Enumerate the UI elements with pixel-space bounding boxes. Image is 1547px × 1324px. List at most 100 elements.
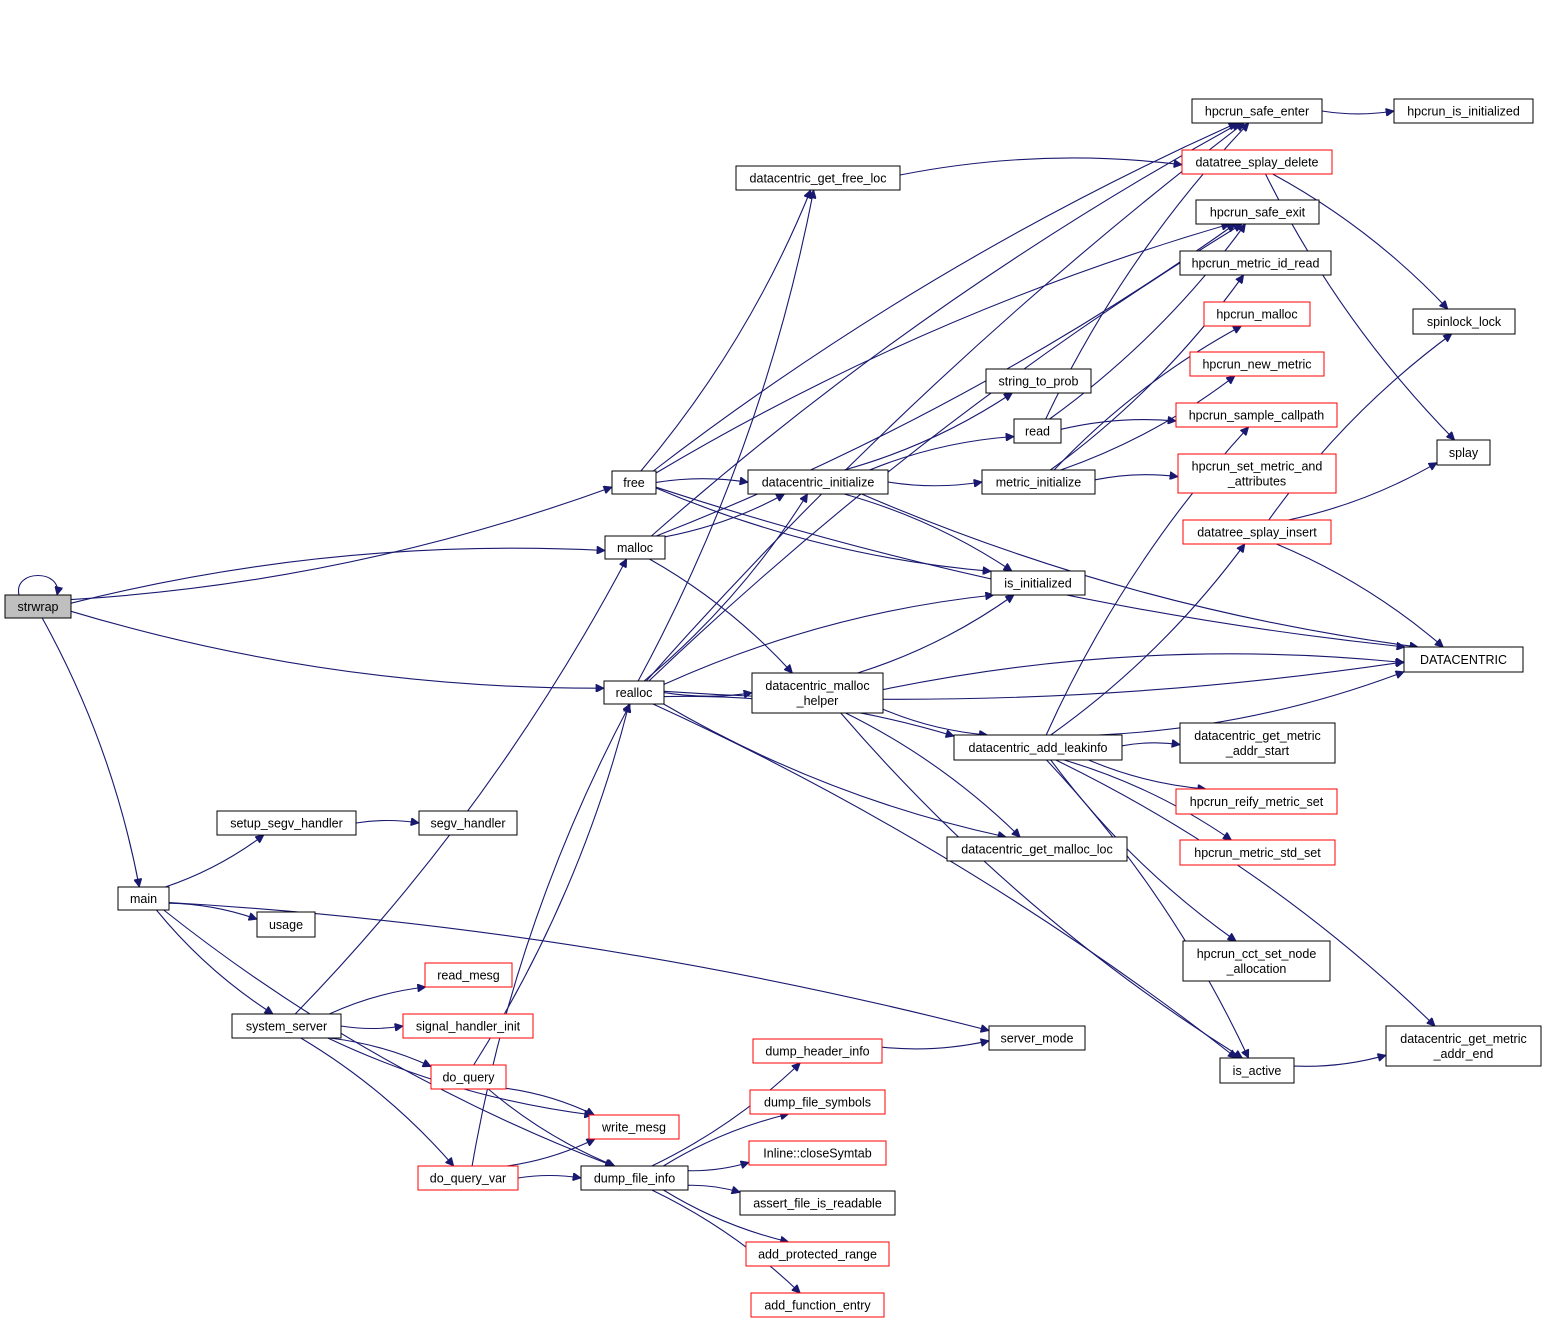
node-box[interactable] [1177, 453, 1337, 494]
node-box[interactable] [417, 1165, 519, 1191]
node-box[interactable] [1203, 301, 1311, 327]
node-do-query-var[interactable]: do_query_var [417, 1165, 519, 1191]
node-box[interactable] [747, 469, 889, 495]
node-segv-handler[interactable]: segv_handler [418, 810, 518, 836]
node-datatree-splay-delete[interactable]: datatree_splay_delete [1181, 149, 1333, 175]
node-write-mesg[interactable]: write_mesg [588, 1114, 680, 1140]
node-box[interactable] [604, 535, 666, 560]
node-box[interactable] [990, 570, 1086, 596]
node-is-active[interactable]: is_active [1219, 1057, 1295, 1084]
node-hpcrun-safe-exit[interactable]: hpcrun_safe_exit [1195, 199, 1320, 225]
node-box[interactable] [1219, 1057, 1295, 1084]
node-box[interactable] [1013, 418, 1062, 444]
node-malloc[interactable]: malloc [604, 535, 666, 560]
node-box[interactable] [752, 1038, 883, 1064]
node-splay[interactable]: splay [1436, 439, 1491, 466]
node-box[interactable] [745, 1241, 890, 1267]
node-spinlock-lock[interactable]: spinlock_lock [1412, 308, 1516, 335]
node-metric-initialize[interactable]: metric_initialize [981, 469, 1096, 495]
node-box[interactable] [430, 1064, 507, 1090]
node-box[interactable] [1179, 839, 1336, 866]
node-string-to-prob[interactable]: string_to_prob [985, 368, 1092, 394]
node-box[interactable] [1195, 199, 1320, 225]
node-box[interactable] [1436, 439, 1491, 466]
node-signal-handler-init[interactable]: signal_handler_init [402, 1013, 534, 1039]
node-do-query[interactable]: do_query [430, 1064, 507, 1090]
node-datacentric-add-leakinfo[interactable]: datacentric_add_leakinfo [953, 734, 1123, 761]
node-hpcrun-set-metric-and-attributes[interactable]: hpcrun_set_metric_and_attributes [1177, 453, 1337, 494]
node-hpcrun-metric-std-set[interactable]: hpcrun_metric_std_set [1179, 839, 1336, 866]
node-datacentric-get-metric-addr-end[interactable]: datacentric_get_metric_addr_end [1385, 1025, 1542, 1067]
node-box[interactable] [611, 470, 657, 495]
node-datacentric-get-malloc-loc[interactable]: datacentric_get_malloc_loc [946, 836, 1128, 862]
node-free[interactable]: free [611, 470, 657, 495]
node-server-mode[interactable]: server_mode [988, 1025, 1086, 1051]
node-box[interactable] [1179, 722, 1336, 764]
node-box[interactable] [402, 1013, 534, 1039]
node-box[interactable] [256, 911, 316, 938]
node-datacentric-get-metric-addr-start[interactable]: datacentric_get_metric_addr_start [1179, 722, 1336, 764]
node-box[interactable] [946, 836, 1128, 862]
node-closeSymtab[interactable]: Inline::closeSymtab [748, 1140, 887, 1166]
node-box[interactable] [1412, 308, 1516, 335]
node-box[interactable] [216, 810, 357, 836]
node-hpcrun-metric-id-read[interactable]: hpcrun_metric_id_read [1179, 250, 1332, 276]
node-box[interactable] [580, 1165, 689, 1191]
node-box[interactable] [424, 962, 513, 988]
node-box[interactable] [1175, 788, 1338, 815]
node-box[interactable] [750, 1292, 885, 1318]
node-assert-file-is-readable[interactable]: assert_file_is_readable [739, 1190, 896, 1216]
node-system-server[interactable]: system_server [231, 1013, 342, 1039]
node-setup-segv-handler[interactable]: setup_segv_handler [216, 810, 357, 836]
node-box[interactable] [1191, 98, 1323, 124]
node-box[interactable] [953, 734, 1123, 761]
node-box[interactable] [117, 886, 170, 911]
node-DATACENTRIC[interactable]: DATACENTRIC [1403, 646, 1524, 673]
node-box[interactable] [1385, 1025, 1542, 1067]
node-box[interactable] [1175, 402, 1338, 428]
node-hpcrun-is-initialized[interactable]: hpcrun_is_initialized [1393, 98, 1534, 124]
node-box[interactable] [418, 810, 518, 836]
node-box[interactable] [739, 1190, 896, 1216]
node-add-function-entry[interactable]: add_function_entry [750, 1292, 885, 1318]
node-hpcrun-safe-enter[interactable]: hpcrun_safe_enter [1191, 98, 1323, 124]
node-box[interactable] [749, 1089, 886, 1115]
node-read[interactable]: read [1013, 418, 1062, 444]
node-usage[interactable]: usage [256, 911, 316, 938]
node-datacentric-initialize[interactable]: datacentric_initialize [747, 469, 889, 495]
node-strwrap[interactable]: strwrap [4, 594, 72, 619]
node-add-protected-range[interactable]: add_protected_range [745, 1241, 890, 1267]
node-read-mesg[interactable]: read_mesg [424, 962, 513, 988]
node-dump-header-info[interactable]: dump_header_info [752, 1038, 883, 1064]
node-box[interactable] [751, 672, 884, 714]
node-box[interactable] [1182, 940, 1331, 982]
node-box[interactable] [1182, 519, 1332, 545]
node-hpcrun-new-metric[interactable]: hpcrun_new_metric [1189, 351, 1325, 377]
node-hpcrun-cct-set-node-allocation[interactable]: hpcrun_cct_set_node_allocation [1182, 940, 1331, 982]
node-main[interactable]: main [117, 886, 170, 911]
node-box[interactable] [988, 1025, 1086, 1051]
node-hpcrun-malloc[interactable]: hpcrun_malloc [1203, 301, 1311, 327]
node-box[interactable] [1393, 98, 1534, 124]
node-is-initialized[interactable]: is_initialized [990, 570, 1086, 596]
node-box[interactable] [735, 165, 901, 191]
node-datatree-splay-insert[interactable]: datatree_splay_insert [1182, 519, 1332, 545]
node-box[interactable] [985, 368, 1092, 394]
node-hpcrun-reify-metric-set[interactable]: hpcrun_reify_metric_set [1175, 788, 1338, 815]
node-box[interactable] [1189, 351, 1325, 377]
node-realloc[interactable]: realloc [603, 680, 665, 705]
node-box[interactable] [588, 1114, 680, 1140]
node-box[interactable] [231, 1013, 342, 1039]
node-dump-file-info[interactable]: dump_file_info [580, 1165, 689, 1191]
node-box[interactable] [1179, 250, 1332, 276]
node-box[interactable] [603, 680, 665, 705]
node-dump-file-symbols[interactable]: dump_file_symbols [749, 1089, 886, 1115]
node-box[interactable] [4, 594, 72, 619]
node-box[interactable] [748, 1140, 887, 1166]
node-datacentric-malloc-helper[interactable]: datacentric_malloc_helper [751, 672, 884, 714]
node-box[interactable] [981, 469, 1096, 495]
node-hpcrun-sample-callpath[interactable]: hpcrun_sample_callpath [1175, 402, 1338, 428]
node-box[interactable] [1403, 646, 1524, 673]
node-datacentric-get-free-loc[interactable]: datacentric_get_free_loc [735, 165, 901, 191]
node-box[interactable] [1181, 149, 1333, 175]
